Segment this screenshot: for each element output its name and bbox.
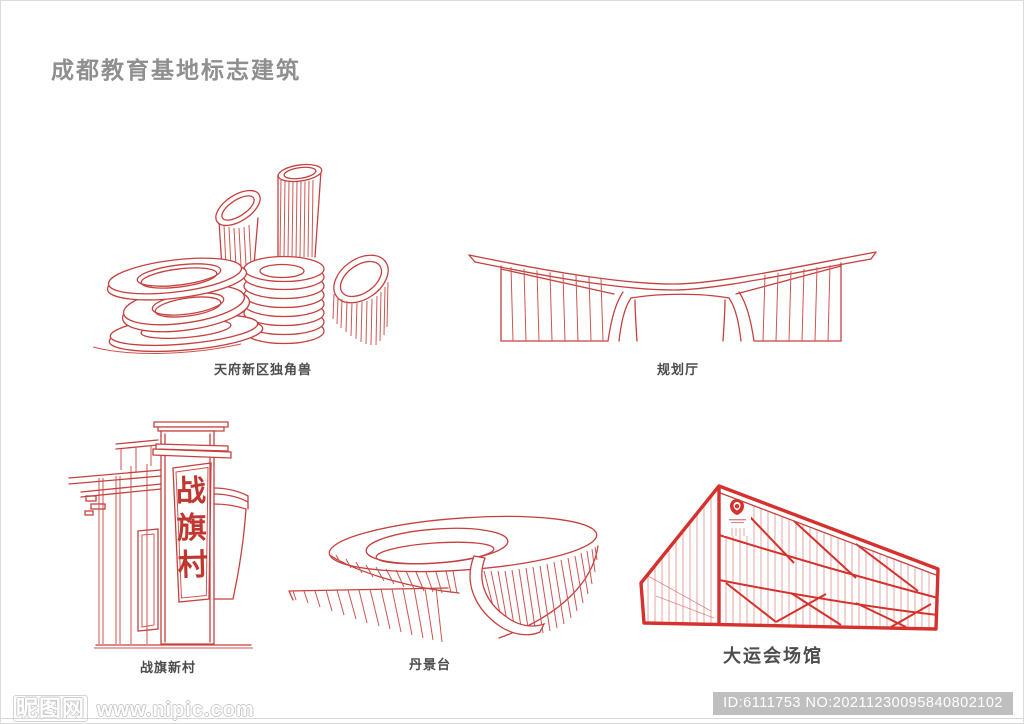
tianfu-unicorn-illustration <box>92 163 389 354</box>
ring-stack <box>92 257 264 354</box>
universiade-emblem <box>724 492 751 536</box>
danjingtai-illustration <box>288 515 599 643</box>
lattice-braces <box>718 497 939 628</box>
building-label-tianfu-unicorn: 天府新区独角兽 <box>213 362 312 377</box>
lower-deck-fan <box>288 587 449 643</box>
right-tube <box>332 254 389 346</box>
building-outline <box>639 484 940 631</box>
bottom-divider <box>1 718 1023 719</box>
spiral-ramp <box>469 555 546 636</box>
zhanqi-gate-illustration: 战 旗 村 <box>68 421 253 649</box>
torus-top <box>328 515 598 573</box>
watermark-site-name: 昵图网 <box>13 695 89 722</box>
right-wing <box>735 262 842 342</box>
middle-tube <box>215 189 261 269</box>
watermark-id-badge: ID:6111753 NO:20211230095840802102 <box>713 692 1013 715</box>
left-posts-and-beams <box>68 439 162 644</box>
front-grid-lines <box>725 495 930 629</box>
tall-tube <box>277 163 323 260</box>
building-label-zhanqi: 战旗新村 <box>139 660 196 675</box>
calligraphy-char-2: 旗 <box>176 512 207 546</box>
watermark-site: 昵图网 www.nipic.com <box>13 691 255 723</box>
center-bridge <box>618 293 742 342</box>
calligraphy-char-1: 战 <box>175 475 206 509</box>
planning-hall-illustration <box>468 251 877 342</box>
left-band-hatch <box>330 554 460 594</box>
right-wall <box>213 487 249 600</box>
base-lines <box>94 644 253 649</box>
watermark-site-url: www.nipic.com <box>96 699 255 721</box>
disc-stack <box>243 255 325 345</box>
left-wing <box>500 265 624 342</box>
building-label-danjingtai: 丹景台 <box>408 657 451 672</box>
roof <box>468 251 877 291</box>
universiade-venue-illustration <box>639 484 940 631</box>
building-label-planning-hall: 规划厅 <box>656 362 699 377</box>
calligraphy-char-3: 村 <box>177 549 208 583</box>
main-pillar <box>152 421 232 645</box>
page-title: 成都教育基地标志建筑 <box>51 57 301 83</box>
sign-calligraphy: 战 旗 村 <box>175 475 208 583</box>
right-wall-hatch <box>476 545 599 639</box>
building-label-universiade: 大运会场馆 <box>723 646 823 666</box>
side-grid-lines <box>647 496 712 625</box>
